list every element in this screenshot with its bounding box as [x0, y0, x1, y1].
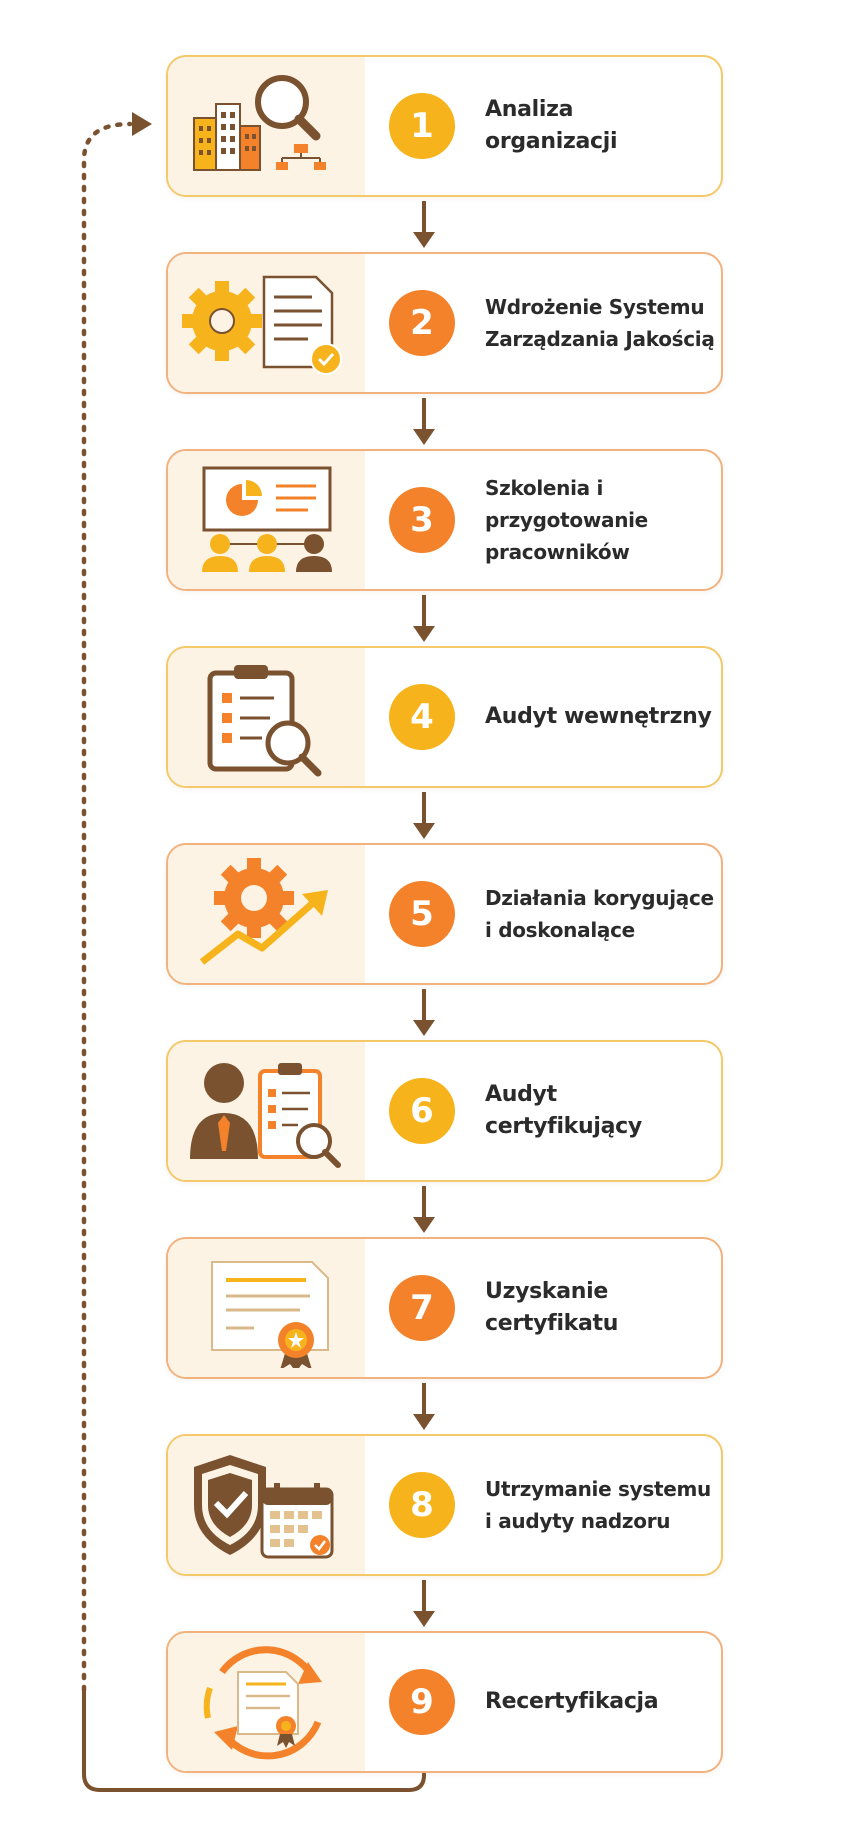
clipboard-search-icon	[207, 665, 321, 777]
step-arrowhead	[413, 1020, 435, 1036]
step-text-panel: 6 Audyt certyfikujący	[365, 1042, 721, 1180]
step-number-badge: 3	[389, 487, 455, 553]
step-text-panel: 5 Działania korygujące i doskonalące	[365, 845, 721, 983]
step-icon-panel	[168, 57, 365, 195]
step-text-panel: 7 Uzyskanie certyfikatu	[365, 1239, 721, 1377]
step-label: Audyt certyfikujący	[485, 1082, 642, 1139]
step-number-badge: 4	[389, 684, 455, 750]
step-card-1: 1 Analiza organizacji	[166, 55, 723, 197]
step-label: Uzyskanie certyfikatu	[485, 1279, 619, 1336]
step-number-badge: 9	[389, 1669, 455, 1735]
step-icon-panel	[168, 845, 365, 983]
step-arrowhead	[413, 823, 435, 839]
step-icon-panel	[168, 1042, 365, 1180]
step-icon-panel	[168, 451, 365, 589]
step-arrowhead	[413, 232, 435, 248]
step-icon-panel	[168, 254, 365, 392]
step-card-7: 7 Uzyskanie certyfikatu	[166, 1237, 723, 1379]
step-number-badge: 1	[389, 93, 455, 159]
step-label: Działania korygujące i doskonalące	[485, 886, 714, 942]
step-label: Szkolenia i przygotowanie pracowników	[485, 476, 648, 564]
step-card-4: 4 Audyt wewnętrzny	[166, 646, 723, 788]
training-board-icon	[201, 466, 332, 572]
building-search-icon	[192, 75, 326, 171]
step-number-badge: 5	[389, 881, 455, 947]
step-icon-panel	[168, 1633, 365, 1771]
auditor-clipboard-icon	[189, 1063, 341, 1168]
shield-calendar-icon	[193, 1455, 333, 1559]
step-arrows	[413, 201, 435, 1627]
step-arrowhead	[413, 1414, 435, 1430]
step-card-6: 6 Audyt certyfikujący	[166, 1040, 723, 1182]
step-text-panel: 2 Wdrożenie Systemu Zarządzania Jakością	[365, 254, 721, 392]
step-arrowhead	[413, 1217, 435, 1233]
step-icon-panel	[168, 1239, 365, 1377]
step-arrowhead	[413, 429, 435, 445]
step-label: Wdrożenie Systemu Zarządzania Jakością	[485, 295, 715, 351]
step-text-panel: 9 Recertyfikacja	[365, 1633, 721, 1771]
step-number-badge: 7	[389, 1275, 455, 1341]
step-number-badge: 2	[389, 290, 455, 356]
step-text-panel: 1 Analiza organizacji	[365, 57, 721, 195]
step-icon-panel	[168, 648, 365, 786]
certificate-icon	[210, 1261, 329, 1368]
step-card-9: 9 Recertyfikacja	[166, 1631, 723, 1773]
return-loop-dotted-line	[81, 121, 133, 1693]
recertification-cycle-icon	[203, 1646, 322, 1760]
step-arrowhead	[413, 626, 435, 642]
step-number-badge: 6	[389, 1078, 455, 1144]
step-card-5: 5 Działania korygujące i doskonalące	[166, 843, 723, 985]
step-text-panel: 8 Utrzymanie systemu i audyty nadzoru	[365, 1436, 721, 1574]
gear-document-icon	[181, 275, 342, 375]
step-label: Utrzymanie systemu i audyty nadzoru	[485, 1477, 711, 1533]
step-text-panel: 4 Audyt wewnętrzny	[365, 648, 721, 786]
return-loop-arrowhead	[132, 112, 152, 136]
return-loop-solid-line	[82, 1690, 426, 1792]
step-card-2: 2 Wdrożenie Systemu Zarządzania Jakością	[166, 252, 723, 394]
step-label: Audyt wewnętrzny	[485, 704, 712, 729]
step-number-badge: 8	[389, 1472, 455, 1538]
step-card-3: 3 Szkolenia i przygotowanie pracowników	[166, 449, 723, 591]
gear-growth-icon	[199, 858, 328, 965]
step-label: Analiza organizacji	[485, 97, 618, 154]
step-arrowhead	[413, 1611, 435, 1627]
step-text-panel: 3 Szkolenia i przygotowanie pracowników	[365, 451, 721, 589]
step-label: Recertyfikacja	[485, 1689, 659, 1714]
step-icon-panel	[168, 1436, 365, 1574]
step-card-8: 8 Utrzymanie systemu i audyty nadzoru	[166, 1434, 723, 1576]
